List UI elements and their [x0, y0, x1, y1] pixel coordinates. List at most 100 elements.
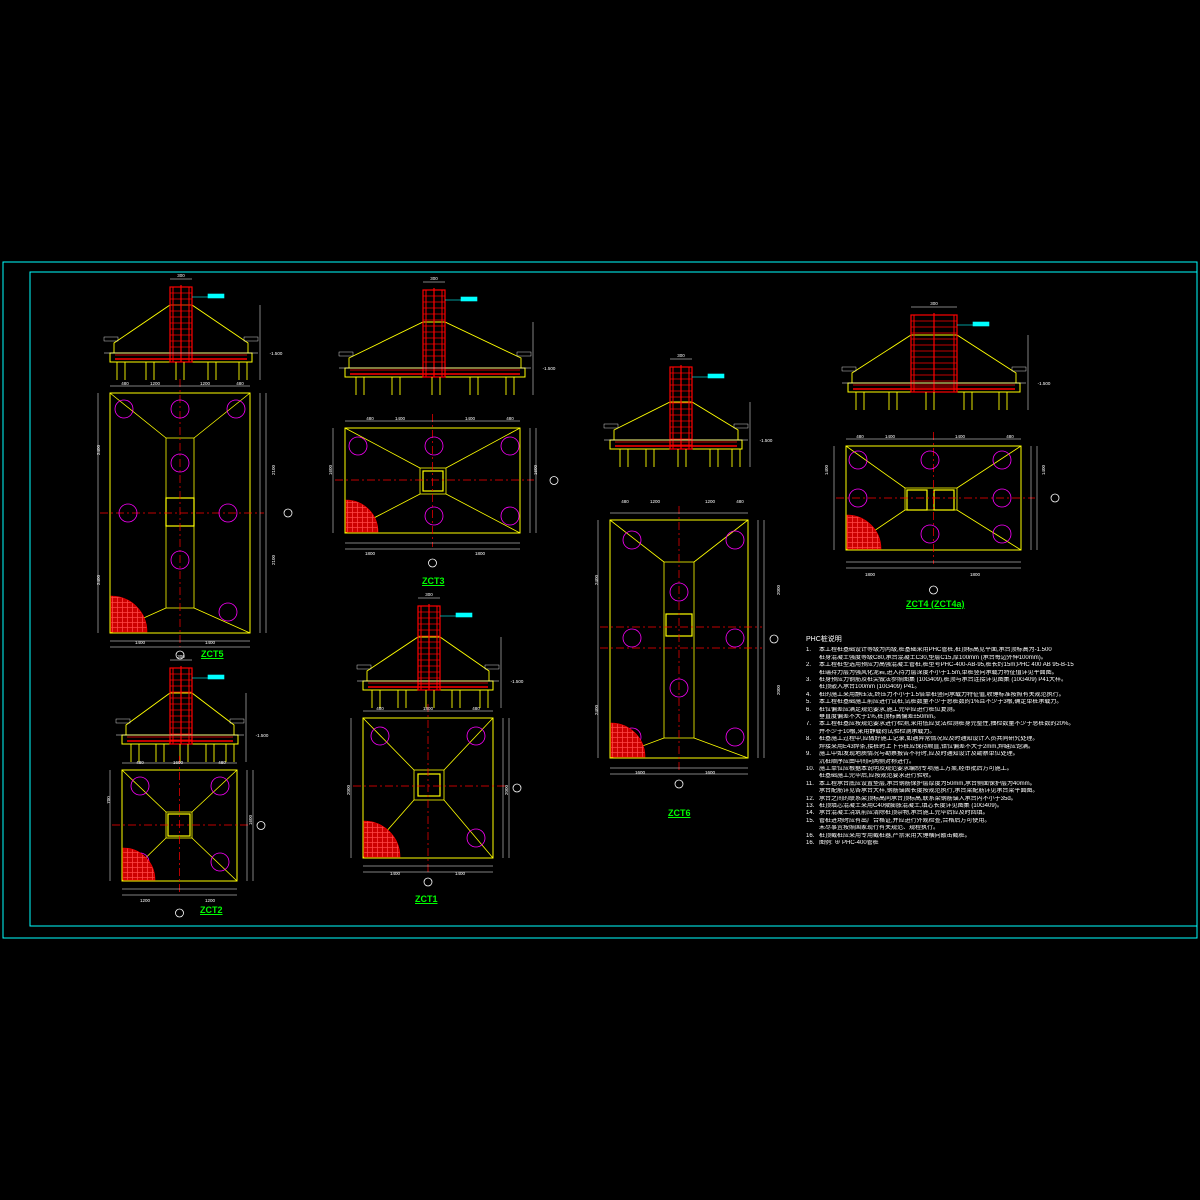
elevation-text: -1.500 — [256, 733, 269, 738]
slope-line — [956, 445, 1022, 489]
small-label — [1011, 366, 1027, 372]
dimension-text: 480 — [366, 416, 374, 421]
pile — [114, 399, 134, 419]
drawing-frames — [2, 261, 1198, 939]
pile-notes: PHC桩说明 1.本工程桩基础设计等级为丙级,桩基础采用PHC管桩,桩顶标高见平… — [806, 636, 1186, 847]
note-number — [806, 670, 819, 677]
rebar-hatch — [110, 595, 148, 633]
small-label — [603, 423, 619, 429]
dimension-text: 300 — [930, 301, 938, 306]
slope-line — [193, 392, 251, 439]
elevation-text: -1.500 — [511, 679, 524, 684]
note-number: 4. — [806, 691, 812, 698]
rebar-tag — [707, 373, 725, 379]
note-number — [806, 684, 819, 691]
dimension-text: 1400 — [205, 640, 216, 645]
note-number — [806, 788, 819, 795]
pile — [118, 503, 138, 523]
note-number: 3. — [806, 677, 812, 684]
dimension-text: 1200 — [205, 898, 216, 903]
pile — [848, 450, 868, 470]
note-item: 5.本工程桩基础施工前应进行试桩,试桩数量不少于总桩数的1%且不少于3根,确定单… — [806, 699, 1186, 706]
pedestal-outline — [413, 769, 445, 801]
small-label — [841, 366, 857, 372]
dimension-text: 1400 — [395, 416, 406, 421]
small-label — [516, 351, 532, 357]
note-number: 16. — [806, 832, 815, 839]
rebar-hatch — [846, 514, 882, 550]
dimension-text: 1400 — [455, 871, 466, 876]
cap-outline — [362, 717, 494, 859]
note-item: 垂直度偏差不大于1%,桩顶标高偏差±50mm。 — [806, 714, 1186, 721]
note-item: 桩端持力层为强风化泥岩,进入持力层深度不小于1.5m,单桩竖向承载力特征值详见平… — [806, 670, 1186, 677]
small-label — [484, 664, 500, 670]
note-item: 10.施工单位应根据本说明及规范要求编制专项施工方案,经审批后方可施工。 — [806, 766, 1186, 773]
note-text: 桩端持力层为强风化泥岩,进入持力层深度不小于1.5m,单桩竖向承载力特征值详见平… — [819, 669, 1058, 676]
axis-bubble — [549, 476, 559, 485]
pile — [725, 628, 745, 648]
dimension-text: 300 — [425, 592, 433, 597]
note-item: 4.桩的施工采用静压法,终压力不小于1.5倍单桩竖向承载力特征值,收锤标准按照有… — [806, 692, 1186, 699]
dimension-text: 1600 — [705, 770, 716, 775]
dimension-text: 1200 — [650, 499, 661, 504]
note-text: 焊接采用E43焊条,接桩时上下节桩应保持顺直,错位偏差不大于2mm,焊缝应饱满。 — [819, 743, 1035, 750]
slope-line — [445, 493, 521, 534]
pile — [424, 506, 444, 526]
pile-cap-section: 300-1.500 — [115, 654, 269, 762]
slope-line — [693, 519, 749, 563]
dimension-text: 480 — [736, 499, 744, 504]
dimension-text: 480 — [621, 499, 629, 504]
small-label — [243, 336, 259, 342]
slope-line — [443, 717, 494, 771]
note-text: 本工程桩基础设计等级为丙级,桩基础采用PHC管桩,桩顶标高见平面,承台顶标高为-… — [819, 647, 1052, 654]
cap-slab — [609, 439, 743, 450]
axis-bubble — [175, 908, 184, 918]
note-item: 桩基础施工完毕后,应按规范要求进行验收。 — [806, 773, 1186, 780]
axis-bubble — [512, 783, 522, 793]
dimension-text: 1400 — [390, 871, 401, 876]
note-item: 12.承台之间的联系梁顶标高同承台顶标高,联系梁钢筋锚入承台内不小于35d。 — [806, 796, 1186, 803]
pile — [669, 678, 689, 698]
dimension-text: 2400 — [96, 574, 101, 585]
dimension-text: 2000 — [776, 684, 781, 695]
pile — [348, 436, 368, 456]
pedestal-outline — [904, 487, 958, 511]
dimension-text: 480 — [856, 434, 864, 439]
pile — [170, 550, 190, 570]
note-item: 6.桩位偏差应满足规范要求,施工完毕应进行桩位复测。 — [806, 707, 1186, 714]
cap-slab — [362, 680, 494, 691]
note-number: 15. — [806, 817, 815, 824]
slope-line — [344, 427, 421, 469]
small-label — [338, 351, 354, 357]
note-number: 6. — [806, 706, 812, 713]
cap-slab — [344, 367, 526, 378]
axis-bubble — [769, 634, 779, 644]
label-zct2: ZCT2 — [200, 905, 223, 915]
dimension-text: 480 — [506, 416, 514, 421]
pile — [226, 399, 246, 419]
note-item: 15.管桩进场时应有出厂合格证,并应进行外观检查,合格后方可使用。 — [806, 818, 1186, 825]
dimension-text: 480 — [236, 381, 244, 386]
dimension-text: 300 — [430, 276, 438, 281]
dimension-text: 2000 — [504, 784, 509, 795]
slope-line — [109, 392, 167, 439]
note-number: 1. — [806, 647, 812, 654]
pile — [424, 436, 444, 456]
axis-bubble — [674, 779, 684, 789]
pile-cap-section: 300-1.500 — [841, 301, 1051, 410]
note-text: 桩基础施工完毕后,应按规范要求进行验收。 — [819, 773, 935, 780]
note-item: 桩身混凝土强度等级C80,承台混凝土C30,垫层C15,厚100mm (承台每边… — [806, 655, 1186, 662]
pile — [210, 852, 230, 872]
note-text: 垂直度偏差不大于1%,桩顶标高偏差±50mm。 — [819, 714, 940, 721]
note-number: 12. — [806, 795, 815, 802]
label-zct5: ZCT5 — [201, 649, 224, 659]
pile — [170, 399, 190, 419]
cap-slope — [348, 321, 522, 368]
pile — [848, 488, 868, 508]
slope-line — [956, 509, 1022, 551]
note-item: 3.桩身预应力钢筋及桩尖做法参照图集 (10G409),桩顶与承台连接详见图集 … — [806, 677, 1186, 684]
note-item: 8.桩基施工过程中,应做好施工记录,如遇异常情况应及时通知设计人员共同研究处理。 — [806, 736, 1186, 743]
dimension-text: 2400 — [594, 704, 599, 715]
